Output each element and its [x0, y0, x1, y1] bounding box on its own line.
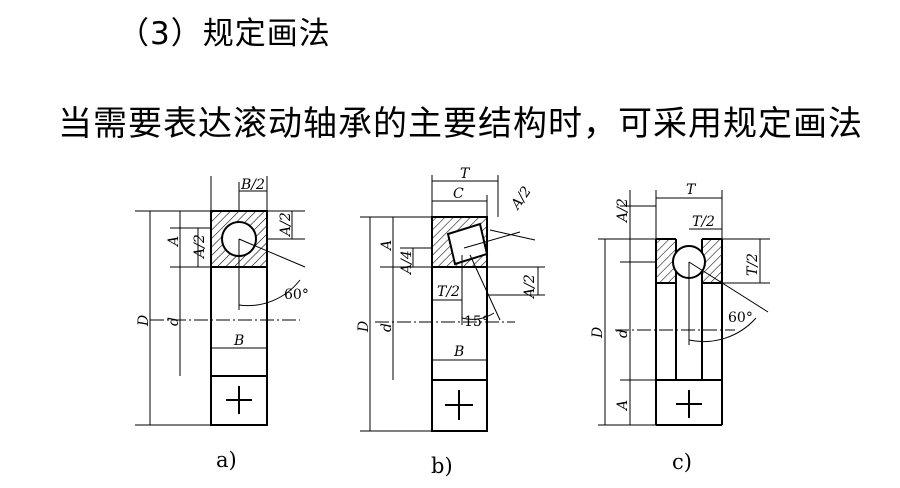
figure-a-half-a-left-label: A/2	[192, 234, 208, 260]
figure-c-dimension-labels: T A/2 T/2 T/2 60° D d A	[590, 182, 761, 412]
figure-b-half-a-top-label: A/2	[507, 184, 535, 214]
subtitle-text: 当需要表达滚动轴承的主要结构时，可采用规定画法	[58, 104, 863, 144]
figure-b-c-label: C	[453, 186, 464, 202]
figure-c-right-hatch	[702, 239, 722, 283]
figure-b-dimension-labels: T C A/2 A A/4 T/2 A/2 15° D d B	[356, 166, 538, 360]
figure-a-angle-label: 60°	[284, 287, 309, 303]
figure-c-half-a-label: A/2	[615, 198, 631, 224]
figure-b-d-outer-label: D	[356, 321, 372, 333]
figure-b-caption: b)	[431, 454, 453, 478]
figure-c-t-label: T	[686, 182, 697, 198]
section-heading: （3）规定画法	[118, 16, 331, 52]
figure-a-half-b-label: B/2	[240, 177, 265, 193]
figure-b-roller	[446, 222, 489, 266]
figure-c-half-t-top-label: T/2	[692, 214, 715, 230]
figure-c-d-inner-label: d	[615, 329, 631, 338]
figure-c-thrust-ball-bearing	[598, 190, 770, 426]
figure-a-d-inner-label: d	[166, 317, 182, 326]
figure-c-d-outer-label: D	[590, 327, 606, 339]
figure-a-d-outer-label: D	[136, 315, 152, 327]
figure-b-half-t-label: T/2	[437, 284, 460, 300]
figure-b-b-label: B	[453, 344, 464, 360]
figure-c-half-t-right-label: T/2	[745, 253, 761, 276]
figure-a-caption: a)	[216, 448, 237, 472]
figure-b-d-inner-label: d	[379, 323, 395, 332]
figure-a-half-a-right-label: A/2	[278, 212, 294, 238]
figure-c-a-label: A	[615, 400, 631, 412]
figure-b-t-label: T	[460, 166, 471, 182]
figure-b-tapered-roller-bearing	[360, 175, 545, 432]
figure-b-a-label: A	[379, 240, 395, 252]
figure-a-dimension-labels: B/2 A A/2 A/2 60° D d B	[136, 177, 309, 349]
figure-b-half-a-right-label: A/2	[522, 274, 538, 300]
figure-a-deep-groove-ball-bearing	[135, 176, 306, 426]
figure-c-left-hatch	[656, 239, 676, 283]
figure-a-a-label: A	[166, 236, 182, 248]
figure-b-outline	[431, 216, 488, 432]
figure-b-quarter-a-label: A/4	[399, 250, 415, 276]
figure-a-b-label: B	[233, 333, 244, 349]
figure-c-angle-label: 60°	[728, 310, 753, 326]
figure-b-angle-label: 15°	[464, 314, 489, 330]
figure-c-caption: c)	[672, 450, 692, 474]
